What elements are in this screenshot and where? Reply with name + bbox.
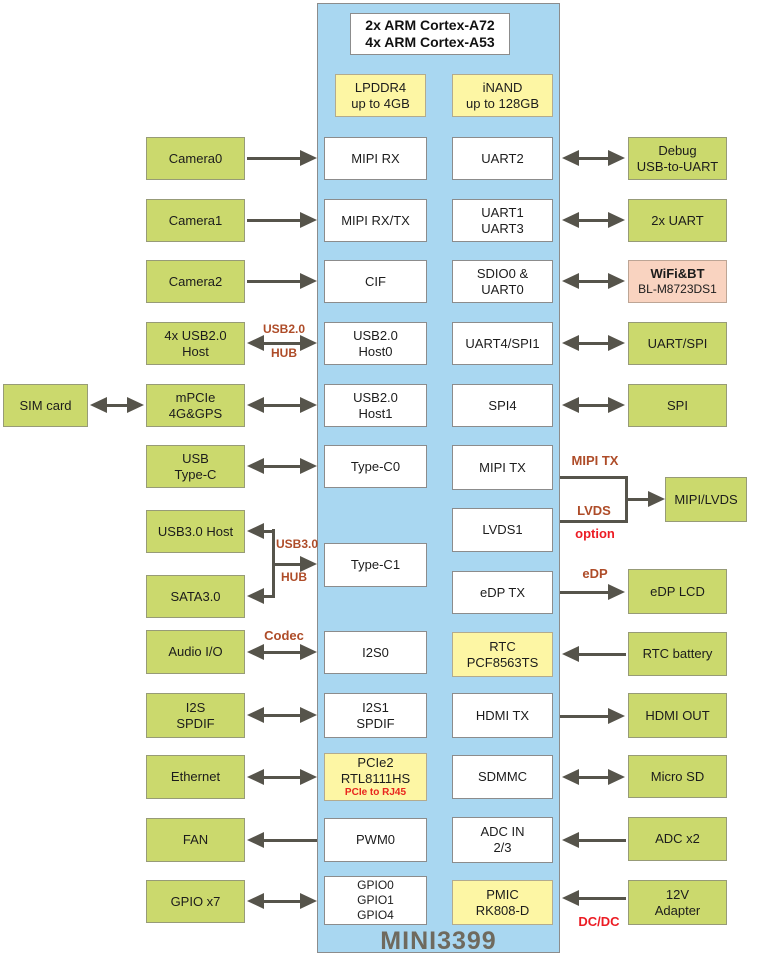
type-c1-block: Type-C1 <box>324 543 427 587</box>
usb2-bus-label: USB2.0 <box>262 322 306 336</box>
option-label: option <box>575 526 615 541</box>
pwm0-block: PWM0 <box>324 818 427 862</box>
cpu-block: 2x ARM Cortex-A72 4x ARM Cortex-A53 <box>350 13 510 55</box>
arrow-uart2-to-debug-bidirectional-icon <box>562 150 625 166</box>
rtc-block: RTC PCF8563TS <box>452 632 553 677</box>
arrow-sdmmc-to-microsd-bidirectional-icon <box>562 769 625 785</box>
arrow-pwm0-to-fan-icon <box>247 832 317 848</box>
pcie2-sub-label: PCIe to RJ45 <box>344 787 407 799</box>
wifi-bt-sub: BL-M8723DS1 <box>638 282 717 297</box>
usb2-host0-block: USB2.0 Host0 <box>324 322 427 365</box>
arrow-camera2-to-cif-icon <box>247 273 317 289</box>
usb2-hosts-block: 4x USB2.0 Host <box>146 322 245 365</box>
arrow-edptx-to-edplcd-icon <box>560 584 625 600</box>
dcdc-label: DC/DC <box>578 914 620 929</box>
i2s1-spdif-block: I2S1 SPDIF <box>324 693 427 738</box>
arrow-uart13-to-2xuart-bidirectional-icon <box>562 212 625 228</box>
lvds1-block: LVDS1 <box>452 508 553 552</box>
mpcie-block: mPCIe 4G&GPS <box>146 384 245 427</box>
arrow-hdmitx-to-hdmiout-icon <box>560 708 625 724</box>
edp-bus-label: eDP <box>582 566 608 581</box>
gpio-x7-block: GPIO x7 <box>146 880 245 923</box>
arrow-rtcbattery-to-rtc-icon <box>562 646 626 662</box>
wifi-bt-block: WiFi&BT BL-M8723DS1 <box>628 260 727 303</box>
usb-type-c-block: USB Type-C <box>146 445 245 488</box>
arrow-usbtypec-to-typec0-bidirectional-icon <box>247 458 317 474</box>
arrow-camera0-to-mipirx-icon <box>247 150 317 166</box>
type-c0-block: Type-C0 <box>324 445 427 488</box>
arrow-hub-to-typec1-icon <box>272 556 317 572</box>
fan-block: FAN <box>146 818 245 862</box>
usb2-hub-label: HUB <box>271 346 297 360</box>
i2s-spdif-block: I2S SPDIF <box>146 693 245 738</box>
micro-sd-block: Micro SD <box>628 755 727 798</box>
sdio0-uart0-block: SDIO0 & UART0 <box>452 260 553 303</box>
ethernet-block: Ethernet <box>146 755 245 799</box>
camera2-block: Camera2 <box>146 260 245 303</box>
adc-x2-block: ADC x2 <box>628 817 727 861</box>
mipi-rx-tx-block: MIPI RX/TX <box>324 199 427 242</box>
audio-io-block: Audio I/O <box>146 630 245 674</box>
hdmi-out-block: HDMI OUT <box>628 693 727 738</box>
arrow-mpcie-to-usb2host1-bidirectional-icon <box>247 397 317 413</box>
pcie2-block: PCIe2 RTL8111HS PCIe to RJ45 <box>324 753 427 801</box>
board-name-label: MINI3399 <box>380 927 497 955</box>
i2s0-block: I2S0 <box>324 631 427 674</box>
uart-spi-block: UART/SPI <box>628 322 727 365</box>
arrow-sim-to-mpcie-bidirectional-icon <box>90 397 144 413</box>
spi4-block: SPI4 <box>452 384 553 427</box>
arrow-audio-to-i2s0-bidirectional-icon <box>247 644 317 660</box>
arrow-gpio-bidirectional-icon <box>247 893 317 909</box>
uart1-uart3-block: UART1 UART3 <box>452 199 553 242</box>
sim-card-block: SIM card <box>3 384 88 427</box>
arrow-hub-to-sata3-icon <box>247 588 275 604</box>
sata3-block: SATA3.0 <box>146 575 245 618</box>
arrow-sdio0-to-wifibt-bidirectional-icon <box>562 273 625 289</box>
arrow-usb2hub-bidirectional-icon <box>247 335 317 351</box>
usb2-host1-block: USB2.0 Host1 <box>324 384 427 427</box>
usb3-bus-label: USB3.0 <box>276 537 319 551</box>
mipi-rx-block: MIPI RX <box>324 137 427 180</box>
lvds-bus-label: LVDS <box>577 503 611 518</box>
inand-block: iNAND up to 128GB <box>452 74 553 117</box>
mipi-lvds-block: MIPI/LVDS <box>665 477 747 522</box>
mipi-tx-block: MIPI TX <box>452 445 553 490</box>
edp-lcd-block: eDP LCD <box>628 569 727 614</box>
arrow-ethernet-to-pcie2-bidirectional-icon <box>247 769 317 785</box>
arrow-12v-to-pmic-icon <box>562 890 626 906</box>
cif-block: CIF <box>324 260 427 303</box>
arrow-uart4spi1-to-uartspi-bidirectional-icon <box>562 335 625 351</box>
arrow-bracket-to-mipilvds-icon <box>626 491 665 507</box>
camera0-block: Camera0 <box>146 137 245 180</box>
gpio-block: GPIO0 GPIO1 GPIO4 <box>324 876 427 925</box>
spi-block: SPI <box>628 384 727 427</box>
lpddr4-block: LPDDR4 up to 4GB <box>335 74 426 117</box>
pcie2-title: PCIe2 RTL8111HS <box>340 754 411 786</box>
camera1-block: Camera1 <box>146 199 245 242</box>
rtc-battery-block: RTC battery <box>628 632 727 676</box>
uart2-block: UART2 <box>452 137 553 180</box>
arrow-camera1-to-mipirxtx-icon <box>247 212 317 228</box>
usb3-host-block: USB3.0 Host <box>146 510 245 553</box>
hdmi-tx-block: HDMI TX <box>452 693 553 738</box>
mipitx-bus-label: MIPI TX <box>571 453 619 468</box>
uart4-spi1-block: UART4/SPI1 <box>452 322 553 365</box>
sdmmc-block: SDMMC <box>452 755 553 799</box>
arrow-spi4-to-spi-bidirectional-icon <box>562 397 625 413</box>
pmic-block: PMIC RK808-D <box>452 880 553 925</box>
edp-tx-block: eDP TX <box>452 571 553 614</box>
codec-bus-label: Codec <box>264 628 304 643</box>
wifi-bt-title: WiFi&BT <box>650 266 705 282</box>
arrow-i2sspdif-bidirectional-icon <box>247 707 317 723</box>
debug-uart-block: Debug USB-to-UART <box>628 137 727 180</box>
adapter-12v-block: 12V Adapter <box>628 880 727 925</box>
arrow-adcx2-to-adcin-icon <box>562 832 626 848</box>
usb3-hub-label: HUB <box>281 570 307 584</box>
uart-2x-block: 2x UART <box>628 199 727 242</box>
adc-in-block: ADC IN 2/3 <box>452 817 553 863</box>
arrow-hub-to-usb3host-icon <box>247 523 275 539</box>
